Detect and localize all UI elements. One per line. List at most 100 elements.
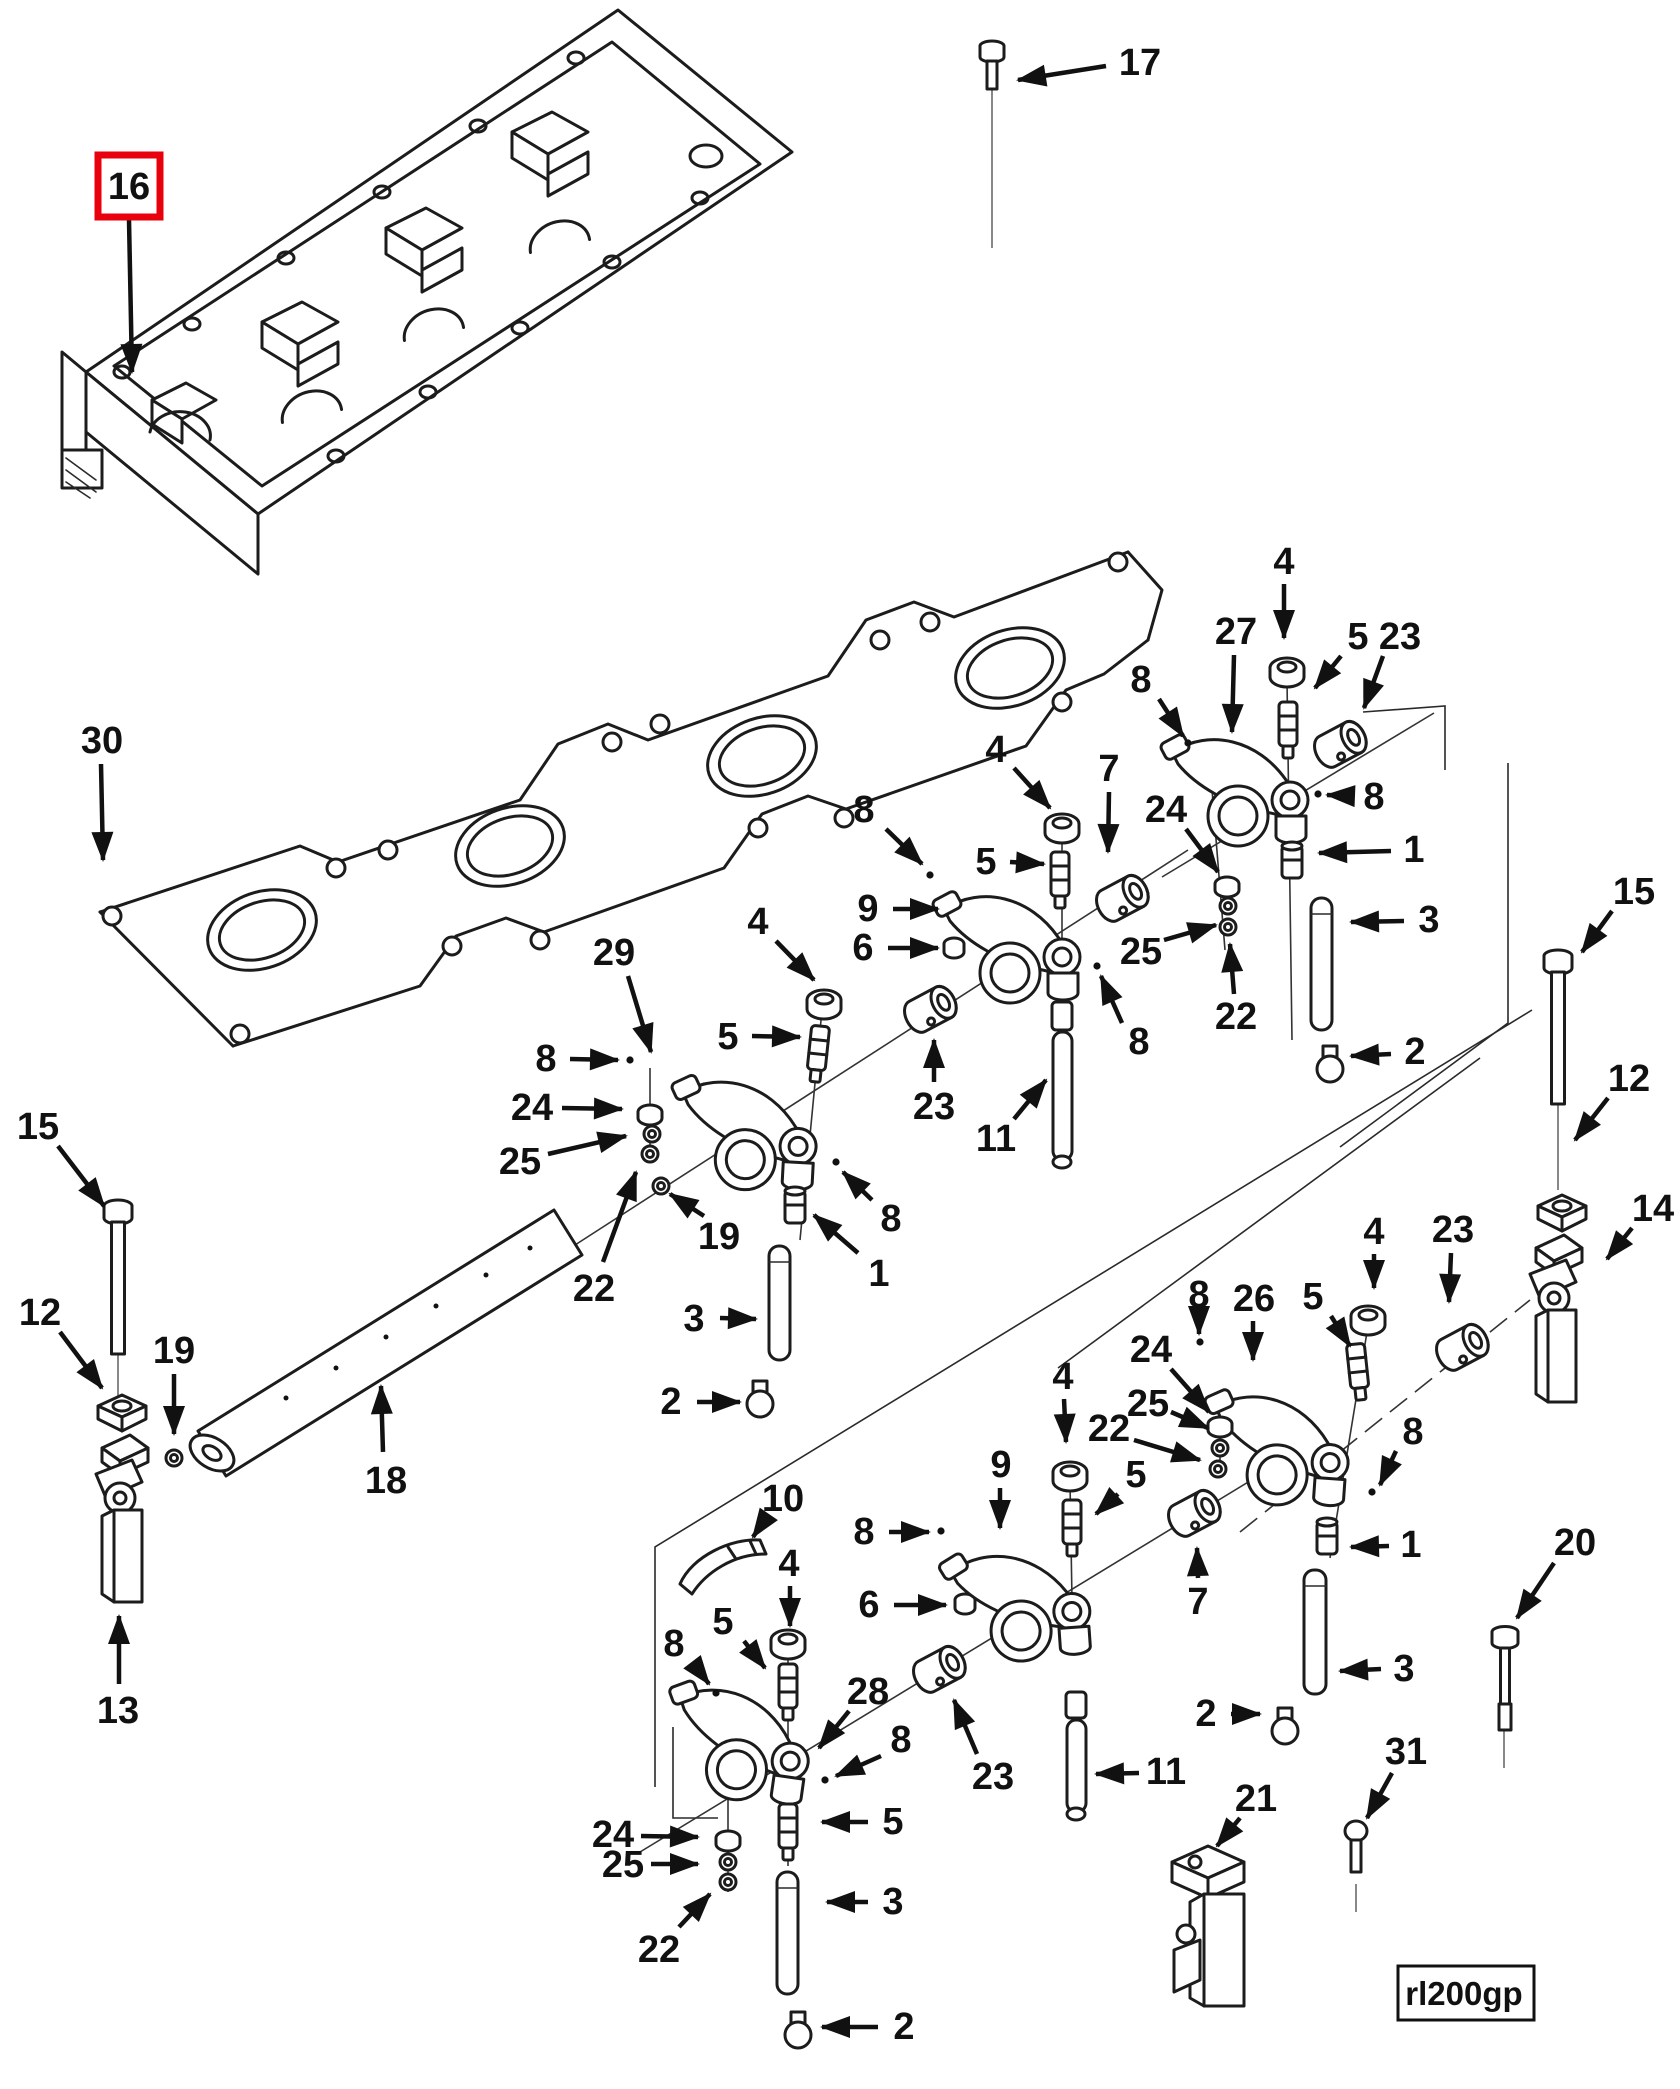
callout-31: 31 xyxy=(1365,1731,1427,1820)
o-ring-19-g29 xyxy=(651,1176,671,1196)
callout-5: 5 xyxy=(1302,1276,1352,1348)
callout-label: 24 xyxy=(1130,1329,1172,1371)
callout-2: 2 xyxy=(660,1381,742,1423)
callout-label: 22 xyxy=(638,1929,680,1971)
callout-8: 8 xyxy=(1130,659,1185,738)
callout-label: 8 xyxy=(1128,1021,1149,1063)
callout-label: 23 xyxy=(972,1756,1014,1798)
callout-label: 8 xyxy=(663,1623,684,1665)
callout-label: 24 xyxy=(511,1087,553,1129)
o-ring-25-g27 xyxy=(1218,896,1238,916)
callout-16: 16 xyxy=(94,151,164,374)
adjusting-screw-5-g28 xyxy=(777,1662,799,1722)
callout-5: 5 xyxy=(1313,616,1369,690)
callout-2: 2 xyxy=(1195,1693,1262,1735)
callout-label: 8 xyxy=(880,1198,901,1240)
shaft-nut-12-right xyxy=(1536,1193,1588,1233)
callout-4: 4 xyxy=(1052,1356,1076,1444)
callout-9: 9 xyxy=(989,1444,1012,1530)
callout-label: 13 xyxy=(97,1690,139,1732)
callout-3: 3 xyxy=(1338,1648,1415,1690)
callout-7: 7 xyxy=(1186,1546,1209,1623)
pin-8-g29-left xyxy=(626,1056,634,1064)
callout-label: 25 xyxy=(602,1844,644,1886)
callout-arrow xyxy=(600,1170,639,1263)
push-rod-11-g9b xyxy=(1064,1690,1088,1822)
callout-label: 5 xyxy=(717,1016,738,1058)
callout-label: 30 xyxy=(81,720,123,762)
callout-label: 9 xyxy=(857,888,878,930)
callout-label: 23 xyxy=(1379,616,1421,658)
callout-4: 4 xyxy=(985,729,1052,810)
callout-arrow xyxy=(1439,1252,1462,1304)
callout-label: 3 xyxy=(683,1298,704,1340)
callout-arrow xyxy=(951,1698,980,1755)
callout-arrow xyxy=(751,1025,802,1048)
capscrew-20 xyxy=(1490,1625,1520,1768)
callout-8: 8 xyxy=(535,1038,620,1080)
pin-8-g9-left xyxy=(926,871,934,879)
rocker-shaft-18 xyxy=(188,1208,584,1478)
callout-arrow xyxy=(1313,654,1343,690)
callout-label: 4 xyxy=(747,901,768,943)
callout-10: 10 xyxy=(751,1478,804,1539)
crosshead-13 xyxy=(94,1433,150,1604)
ball-end-2-g27 xyxy=(1315,1044,1345,1084)
highlight-box xyxy=(94,151,164,221)
callout-23: 23 xyxy=(913,1038,955,1128)
callout-23: 23 xyxy=(951,1698,1014,1798)
callout-label: 24 xyxy=(592,1814,634,1856)
callout-arrow xyxy=(1573,1096,1610,1142)
callout-5: 5 xyxy=(820,1801,904,1843)
callout-label: 9 xyxy=(990,1444,1011,1486)
pin-8-g9b-left xyxy=(937,1527,945,1535)
callout-arrow xyxy=(58,1330,104,1390)
callout-label: 5 xyxy=(882,1801,903,1843)
pin-8-g28-left xyxy=(712,1689,720,1697)
callout-label: 14 xyxy=(1632,1188,1674,1230)
mounting-bolt-17 xyxy=(978,39,1006,248)
shaft-bushing-23-g27 xyxy=(1307,715,1373,774)
socket-insert-1-g29 xyxy=(783,1185,807,1225)
callout-28: 28 xyxy=(817,1671,889,1750)
pin-8-g29-right xyxy=(832,1158,840,1166)
callout-22: 22 xyxy=(573,1170,639,1310)
callout-1: 1 xyxy=(1317,829,1425,871)
callout-arrow xyxy=(1349,910,1405,933)
callout-8: 8 xyxy=(853,1511,931,1553)
callout-arrow xyxy=(1012,1078,1048,1121)
callout-5: 5 xyxy=(717,1016,802,1058)
callout-24: 24 xyxy=(592,1814,700,1856)
callout-4: 4 xyxy=(778,1543,801,1628)
callout-25: 25 xyxy=(499,1131,628,1183)
callout-arrow xyxy=(1169,1367,1211,1414)
callout-arrow xyxy=(56,1144,106,1208)
callout-22: 22 xyxy=(638,1892,712,1971)
callout-arrow xyxy=(1215,1816,1244,1848)
ball-end-2-g29 xyxy=(745,1379,775,1419)
callout-19: 19 xyxy=(668,1192,740,1258)
callout-arrow xyxy=(1325,785,1356,808)
callout-arrow xyxy=(1365,1771,1394,1820)
callout-17: 17 xyxy=(1016,42,1161,87)
callout-label: 8 xyxy=(1188,1274,1209,1316)
callout-arrow xyxy=(683,1655,711,1686)
pin-8-g27-left xyxy=(1184,739,1192,747)
callout-label: 6 xyxy=(858,1584,879,1626)
callout-4: 4 xyxy=(747,901,816,982)
callout-8: 8 xyxy=(834,1719,912,1779)
callout-arrow xyxy=(1170,1406,1210,1431)
adjusting-screw-5-g9b xyxy=(1061,1498,1083,1558)
callout-5: 5 xyxy=(975,841,1046,883)
callout-5: 5 xyxy=(712,1601,767,1670)
pin-8-g9-right xyxy=(1093,962,1101,970)
callout-label: 23 xyxy=(1432,1209,1474,1251)
callout-arrow xyxy=(1097,791,1120,854)
callout-9: 9 xyxy=(857,888,940,930)
callout-23: 23 xyxy=(1361,616,1421,710)
callout-label: 15 xyxy=(17,1106,59,1148)
callout-arrow xyxy=(1016,63,1107,87)
washer-24-g26 xyxy=(1206,1415,1234,1439)
callout-6: 6 xyxy=(852,927,940,969)
